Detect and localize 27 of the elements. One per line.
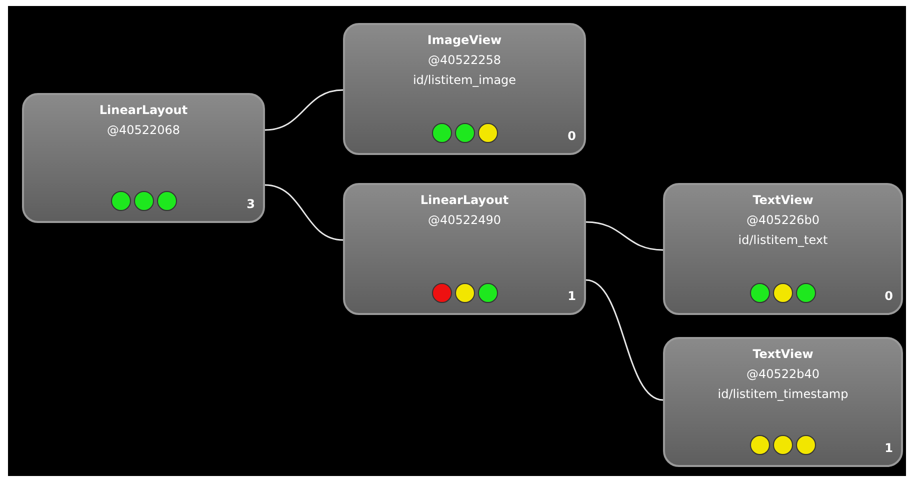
object-address: @40522490	[426, 213, 502, 227]
object-address: @40522258	[426, 53, 502, 67]
class-name: ImageView	[426, 33, 503, 47]
child-index: 0	[884, 289, 893, 303]
view-id: id/listitem_text	[737, 233, 829, 247]
child-index: 1	[884, 441, 893, 455]
view-node-box	[343, 23, 586, 155]
view-node-box	[663, 183, 903, 315]
child-index: 1	[568, 289, 576, 303]
connector-line	[586, 279, 664, 401]
view-node-box	[663, 337, 903, 467]
child-index: 3	[246, 197, 255, 211]
class-name: TextView	[752, 347, 814, 361]
connector-line	[586, 221, 664, 251]
view-id: id/listitem_image	[412, 73, 518, 87]
connector-line	[264, 89, 344, 131]
view-node-box	[22, 93, 265, 223]
object-address: @405226b0	[745, 213, 821, 227]
class-name: LinearLayout	[419, 193, 510, 207]
class-name: TextView	[752, 193, 814, 207]
class-name: LinearLayout	[98, 103, 189, 117]
child-index: 0	[568, 129, 576, 143]
view-id: id/listitem_timestamp	[716, 387, 850, 401]
object-address: @40522b40	[745, 367, 821, 381]
connector-line	[264, 184, 344, 241]
object-address: @40522068	[106, 123, 182, 137]
view-node-box	[343, 183, 586, 315]
